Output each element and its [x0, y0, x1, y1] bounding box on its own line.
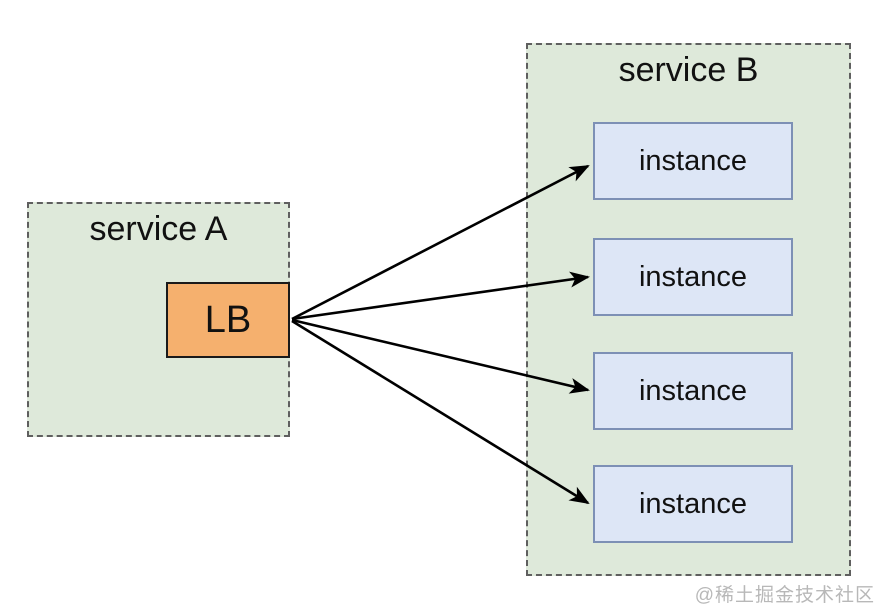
instance-node-2: instance: [593, 238, 793, 316]
instance-node-1: instance: [593, 122, 793, 200]
instance-label: instance: [638, 144, 747, 177]
instance-node-4: instance: [593, 465, 793, 543]
instance-label: instance: [638, 487, 747, 520]
instance-label: instance: [638, 260, 747, 293]
instance-node-3: instance: [593, 352, 793, 430]
service-b-box: service B instance instance instance ins…: [526, 43, 851, 576]
watermark: @稀土掘金技术社区: [694, 585, 875, 606]
load-balancer-node: LB: [166, 282, 290, 358]
instance-label: instance: [638, 374, 747, 407]
load-balancer-label: LB: [204, 298, 252, 341]
service-a-box: service A LB: [27, 202, 290, 437]
service-b-title: service B: [618, 51, 759, 89]
service-a-title: service A: [89, 210, 228, 248]
